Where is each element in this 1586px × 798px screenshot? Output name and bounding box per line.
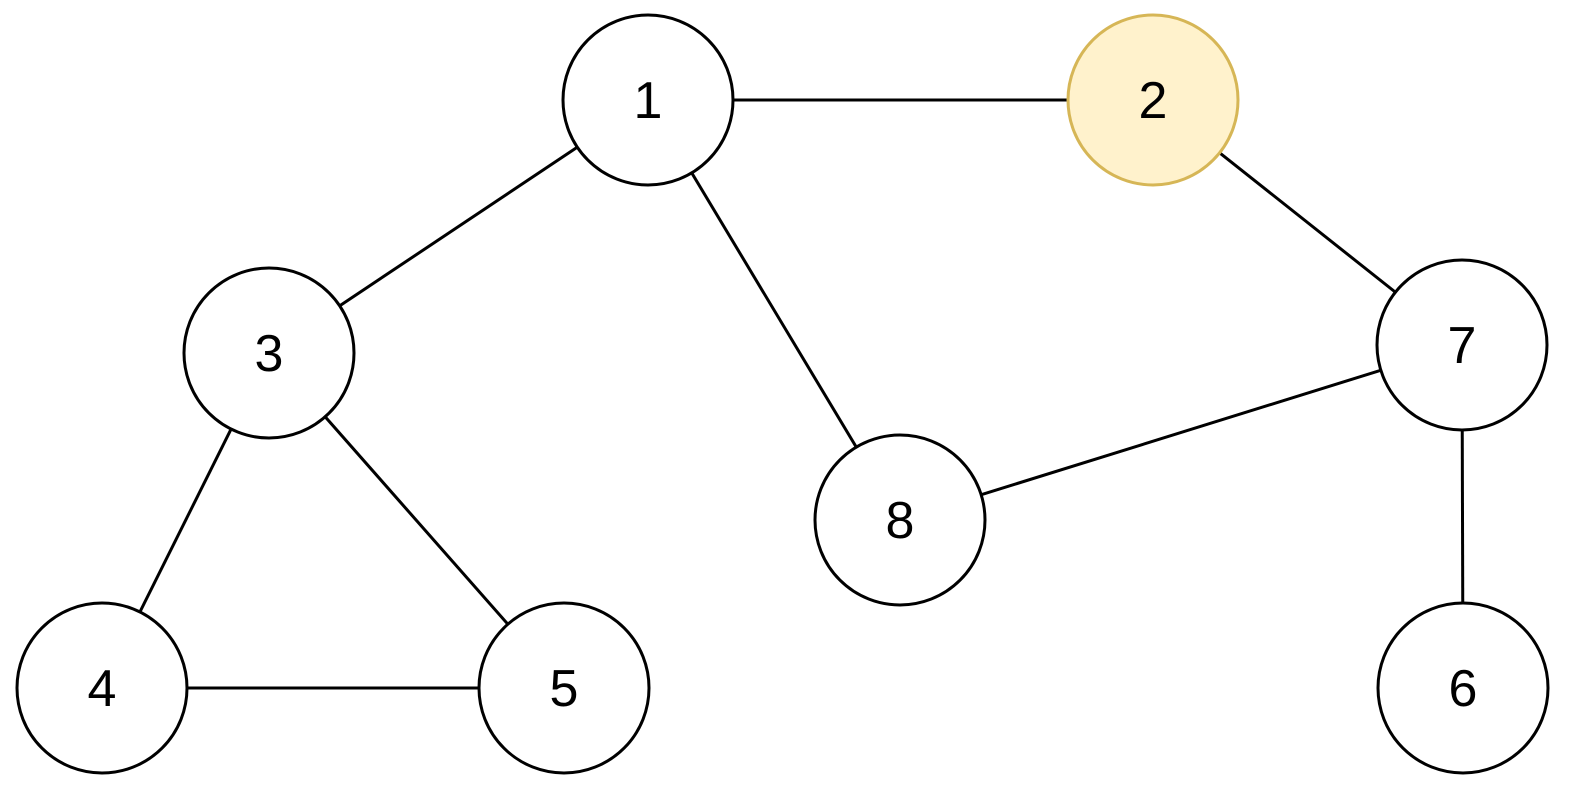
node-label-8: 8 (886, 492, 915, 550)
graph-node-1: 1 (561, 13, 735, 187)
graph-node-2: 2 (1066, 13, 1240, 187)
graph-node-4: 4 (15, 601, 189, 775)
graph-edge-8-7 (899, 343, 1463, 522)
node-circle-1 (561, 13, 735, 187)
graph-node-7: 7 (1375, 258, 1549, 432)
node-circle-2 (1066, 13, 1240, 187)
node-label-4: 4 (88, 660, 117, 718)
node-label-1: 1 (634, 72, 663, 130)
graph-node-8: 8 (813, 433, 987, 607)
node-label-5: 5 (550, 660, 579, 718)
node-label-3: 3 (255, 325, 284, 383)
nodes-layer: 1 2 3 4 5 6 7 8 (15, 13, 1550, 775)
node-circle-8 (813, 433, 987, 607)
graph-node-6: 6 (1376, 601, 1550, 775)
graph-node-3: 3 (182, 266, 356, 440)
node-circle-7 (1375, 258, 1549, 432)
node-circle-6 (1376, 601, 1550, 775)
node-circle-4 (15, 601, 189, 775)
node-label-7: 7 (1448, 317, 1477, 375)
node-label-2: 2 (1139, 72, 1168, 130)
node-label-6: 6 (1449, 660, 1478, 718)
node-circle-5 (477, 601, 651, 775)
graph-node-5: 5 (477, 601, 651, 775)
node-circle-3 (182, 266, 356, 440)
